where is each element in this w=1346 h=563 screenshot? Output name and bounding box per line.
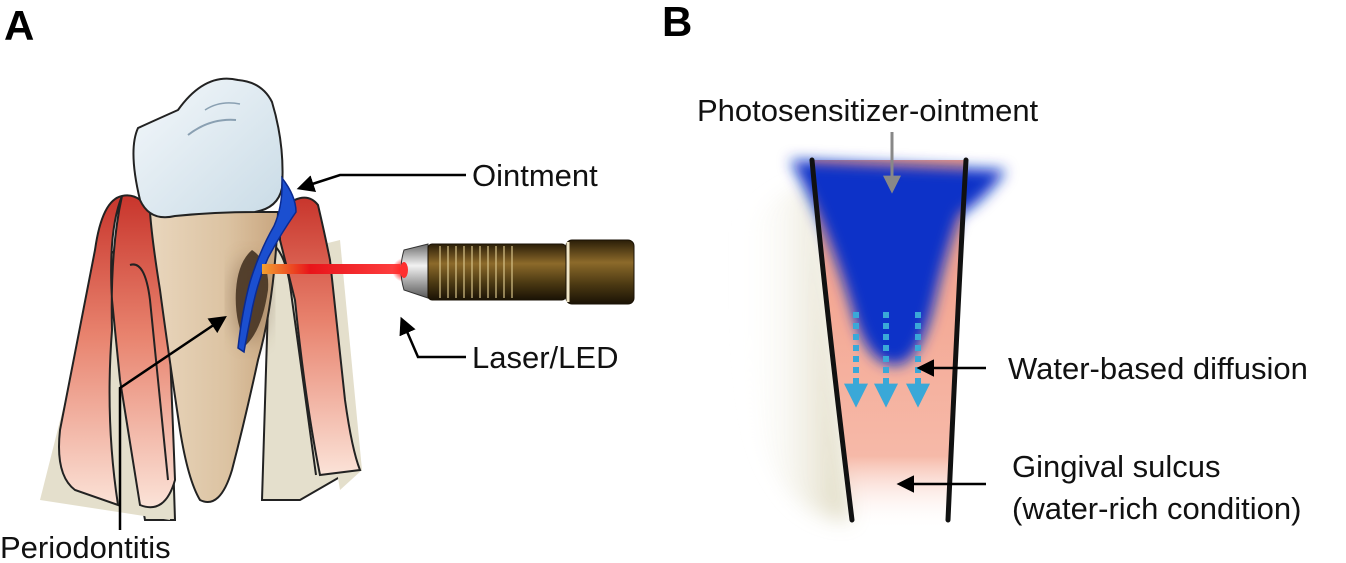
label-periodontitis: Periodontitis — [0, 530, 171, 563]
label-laser-led: Laser/LED — [472, 340, 618, 375]
tooth-crown — [132, 77, 284, 219]
gum-inner-line-left — [129, 263, 169, 481]
ointment-arrow — [296, 173, 466, 192]
tooth-illustration — [40, 77, 400, 521]
diffusion-arrows — [844, 312, 930, 408]
photosensitizer-ointment — [790, 160, 1006, 365]
laser-arrow — [399, 316, 466, 359]
label-water-rich-condition: (water-rich condition) — [1012, 491, 1301, 526]
periodontitis-arrow — [118, 316, 227, 530]
label-photosensitizer-ointment: Photosensitizer-ointment — [697, 93, 1039, 128]
label-ointment: Ointment — [472, 158, 598, 193]
panel-b: B Photosensitizer-ointment Water-based d… — [662, 0, 1308, 530]
panel-b-letter: B — [662, 0, 692, 45]
laser-led-device-icon — [392, 239, 635, 305]
panel-a-letter: A — [4, 2, 34, 49]
sulcus-wall-right — [945, 157, 969, 523]
label-water-based-diffusion: Water-based diffusion — [1008, 351, 1308, 386]
label-gingival-sulcus: Gingival sulcus — [1012, 449, 1220, 484]
ointment-layer — [237, 175, 297, 354]
laser-beam — [262, 264, 400, 274]
panel-a: A — [0, 2, 635, 563]
sulcus-wall-left — [809, 157, 855, 523]
